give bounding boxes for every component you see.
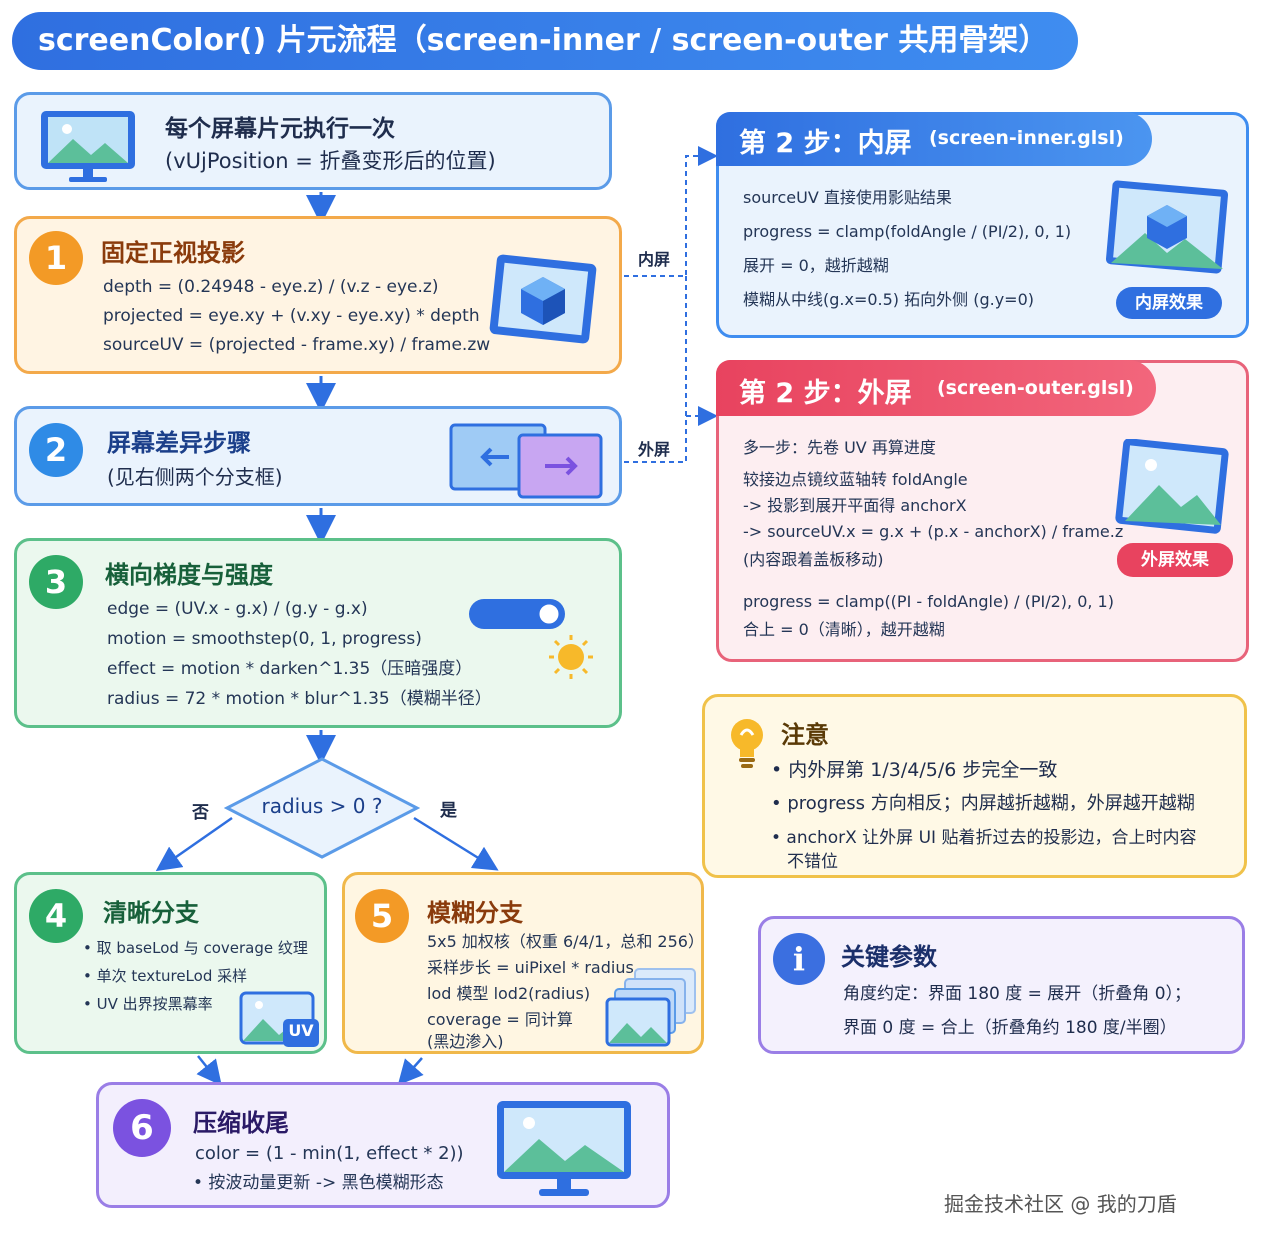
stacked-layers-icon <box>605 968 696 1047</box>
projection-cube-icon <box>489 254 597 344</box>
inner-header <box>716 112 1152 166</box>
lightbulb-icon <box>731 719 763 768</box>
monitor-icon <box>41 111 135 182</box>
step5-box: 5 模糊分支 5x5 加权核（权重 6/4/1，总和 256） 采样步长 = u… <box>342 872 704 1054</box>
step4-badge: 4 <box>29 889 83 943</box>
outer-line1: 多一步：先卷 UV 再算进度 <box>743 438 936 457</box>
step1-line3: sourceUV = (projected - frame.xy) / fram… <box>103 335 491 355</box>
step1-line2: projected = eye.xy + (v.xy - eye.xy) * d… <box>103 306 480 326</box>
inner-effect-badge: 内屏效果 <box>1116 287 1222 319</box>
decision-diamond <box>224 757 420 859</box>
uv-icon-label: UV <box>288 1021 314 1040</box>
outer-line6: progress = clamp((PI - foldAngle) / (PI/… <box>743 592 1114 611</box>
decision-yes-label: 是 <box>440 801 457 821</box>
intro-line1: 每个屏幕片元执行一次 <box>165 116 395 142</box>
step3-line2: motion = smoothstep(0, 1, progress) <box>107 629 422 649</box>
params-line1: 角度约定：界面 180 度 = 展开（折叠角 0）； <box>843 984 1192 1004</box>
outer-line5: (内容跟着盖板移动) <box>743 550 884 569</box>
params-title: 关键参数 <box>841 943 937 971</box>
info-icon: i <box>773 933 825 985</box>
step5-badge: 5 <box>355 889 409 943</box>
branch-label-outer: 外屏 <box>638 440 671 459</box>
step3-line3: effect = motion * darken^1.35（压暗强度） <box>107 659 473 679</box>
step4-box: 4 清晰分支 • 取 baseLod 与 coverage 纹理 • 单次 te… <box>14 872 327 1054</box>
inner-line1: sourceUV 直接使用影贴结果 <box>743 188 952 207</box>
step5-line2: 采样步长 = uiPixel * radius <box>427 958 634 977</box>
params-box: i 关键参数 角度约定：界面 180 度 = 展开（折叠角 0）； 界面 0 度… <box>758 916 1245 1054</box>
decision-text: radius > 0 ? <box>261 794 383 818</box>
step4-item2: • 单次 textureLod 采样 <box>83 967 248 985</box>
monitor-output-icon <box>497 1101 631 1196</box>
step3-line4: radius = 72 * motion * blur^1.35（模糊半径） <box>107 689 492 709</box>
outer-line7: 合上 = 0（清晰），越开越糊 <box>743 620 945 639</box>
params-line2: 界面 0 度 = 合上（折叠角约 180 度/半圈） <box>843 1018 1177 1038</box>
note-item3: • anchorX 让外屏 UI 贴着折过去的投影边，合上时内容 <box>771 828 1197 848</box>
inner-title: 第 2 步：内屏 <box>739 128 912 159</box>
step2-subtitle: (见右侧两个分支框) <box>107 465 283 489</box>
outer-line2: 较接边点镜纹蓝轴转 foldAngle <box>743 470 968 489</box>
slider-sun-icon <box>469 599 593 679</box>
step6-title: 压缩收尾 <box>193 1109 289 1137</box>
step5-line1: 5x5 加权核（权重 6/4/1，总和 256） <box>427 932 704 951</box>
step1-badge: 1 <box>29 231 83 285</box>
intro-line2: (vUjPosition = 折叠变形后的位置) <box>165 149 496 173</box>
branch-label-inner: 内屏 <box>638 250 671 269</box>
step5-line4: coverage = 同计算 <box>427 1010 573 1029</box>
screen-swap-icon <box>449 423 603 499</box>
step5-title: 模糊分支 <box>427 899 523 927</box>
inner-screen-cube-icon <box>1105 180 1229 274</box>
outer-line3: -> 投影到展开平面得 anchorX <box>743 496 967 515</box>
step4-item3: • UV 出界按黑幕率 <box>83 995 213 1013</box>
step2-title: 屏幕差异步骤 <box>107 429 251 457</box>
decision-no-label: 否 <box>192 803 209 823</box>
note-box: 注意 • 内外屏第 1/3/4/5/6 步完全一致 • progress 方向相… <box>702 694 1247 878</box>
step3-badge: 3 <box>29 555 83 609</box>
step3-box: 3 横向梯度与强度 edge = (UV.x - g.x) / (g.y - g… <box>14 538 622 728</box>
step1-title: 固定正视投影 <box>101 239 245 267</box>
step5-line3: lod 模型 lod2(radius) <box>427 984 591 1003</box>
intro-box: 每个屏幕片元执行一次 (vUjPosition = 折叠变形后的位置) <box>14 92 612 190</box>
step1-box: 1 固定正视投影 depth = (0.24948 - eye.z) / (v.… <box>14 216 622 374</box>
outer-header <box>716 360 1156 416</box>
step1-line1: depth = (0.24948 - eye.z) / (v.z - eye.z… <box>103 277 439 297</box>
step3-line1: edge = (UV.x - g.x) / (g.y - g.x) <box>107 599 368 619</box>
step4-title: 清晰分支 <box>103 899 199 927</box>
inner-line3: 展开 = 0，越折越糊 <box>743 256 889 275</box>
outer-file: (screen-outer.glsl) <box>937 377 1134 399</box>
outer-screen-box: 第 2 步：外屏 (screen-outer.glsl) 多一步：先卷 UV 再… <box>716 360 1249 662</box>
step5-line5: (黑边渗入) <box>427 1032 504 1051</box>
inner-line4: 模糊从中线(g.x=0.5) 拓向外侧 (g.y=0) <box>743 290 1035 309</box>
note-title: 注意 <box>781 721 829 749</box>
step6-line1: color = (1 - min(1, effect * 2)) <box>195 1143 464 1164</box>
step4-item1: • 取 baseLod 与 coverage 纹理 <box>83 939 308 957</box>
page-title: screenColor() 片元流程（screen-inner / screen… <box>12 12 1078 70</box>
note-item2: • progress 方向相反；内屏越折越糊，外屏越开越糊 <box>771 793 1195 814</box>
step2-box: 2 屏幕差异步骤 (见右侧两个分支框) <box>14 406 622 506</box>
outer-title: 第 2 步：外屏 <box>739 378 912 409</box>
outer-line4: -> sourceUV.x = g.x + (p.x - anchorX) / … <box>743 522 1124 541</box>
inner-screen-box: 第 2 步：内屏 (screen-inner.glsl) sourceUV 直接… <box>716 112 1249 338</box>
step6-box: 6 压缩收尾 color = (1 - min(1, effect * 2)) … <box>96 1082 670 1208</box>
outer-screen-image-icon <box>1115 439 1229 534</box>
inner-file: (screen-inner.glsl) <box>929 127 1124 149</box>
step6-badge: 6 <box>113 1099 171 1157</box>
outer-effect-badge: 外屏效果 <box>1117 543 1233 577</box>
step3-title: 横向梯度与强度 <box>105 561 273 589</box>
step2-badge: 2 <box>29 423 83 477</box>
note-item1: • 内外屏第 1/3/4/5/6 步完全一致 <box>771 759 1058 781</box>
watermark: 掘金技术社区 @ 我的刀盾 <box>944 1192 1177 1216</box>
step6-line2: • 按波动量更新 -> 黑色模糊形态 <box>193 1173 444 1193</box>
inner-line2: progress = clamp(foldAngle / (PI/2), 0, … <box>743 222 1072 241</box>
uv-image-icon <box>239 991 319 1047</box>
note-item4: 不错位 <box>787 852 838 872</box>
